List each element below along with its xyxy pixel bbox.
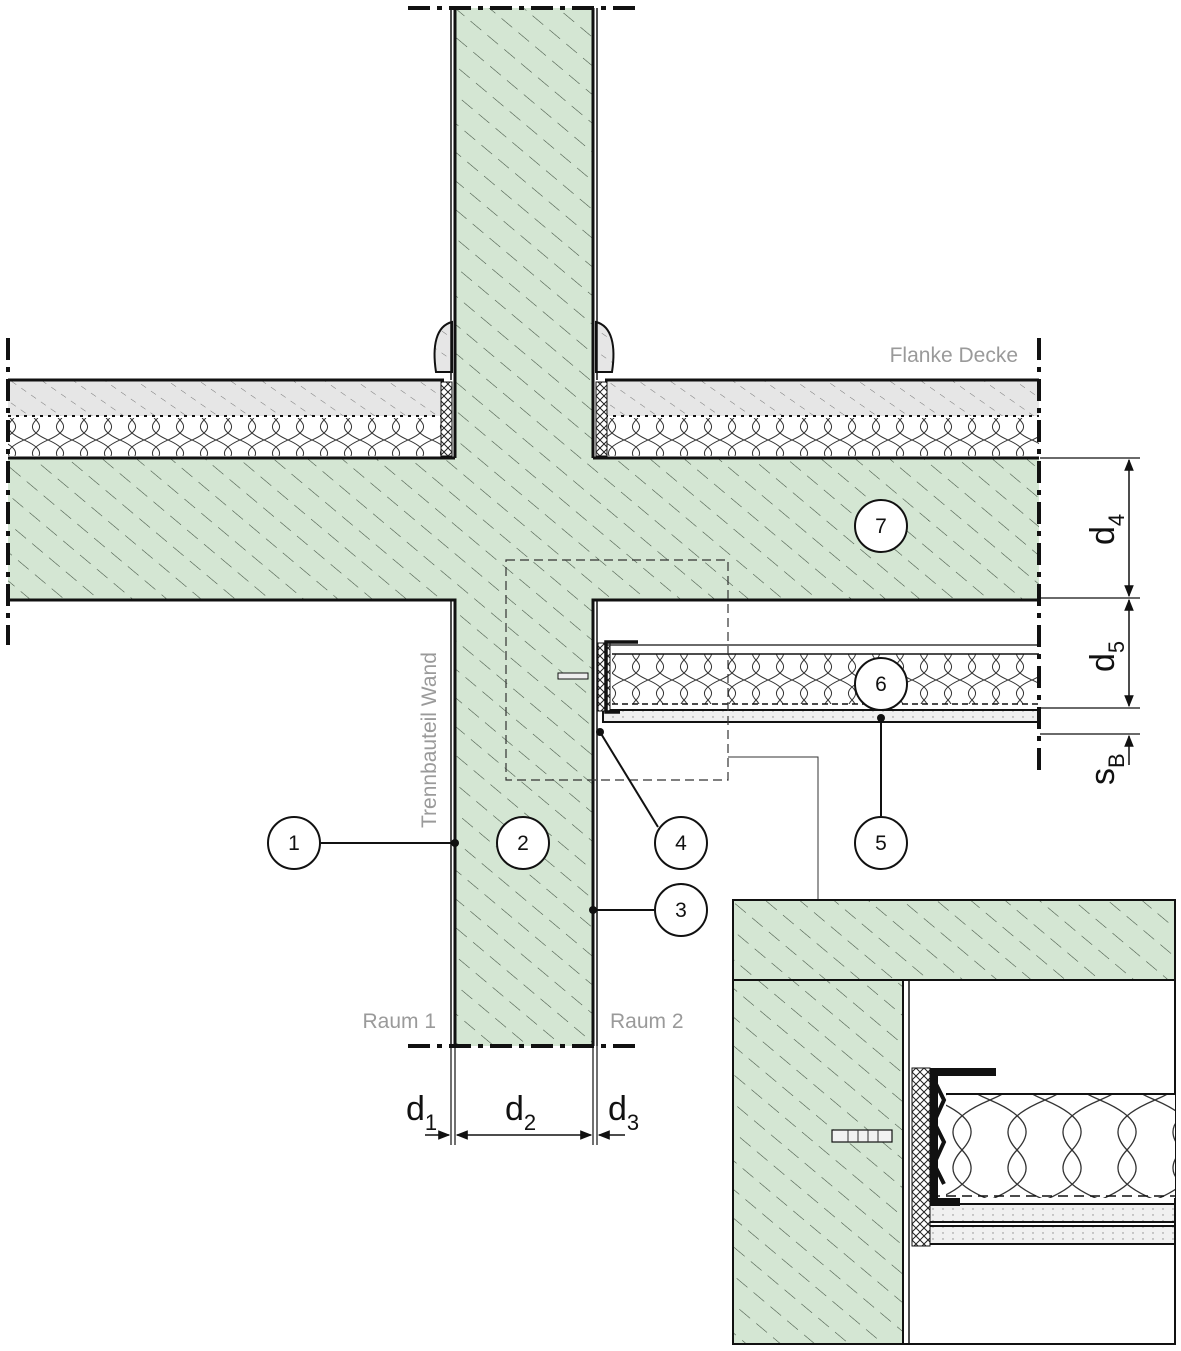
room1-label: Raum 1: [362, 1010, 436, 1033]
marker-5-label: 5: [875, 832, 887, 855]
room2-label: Raum 2: [610, 1010, 684, 1033]
marker-1-label: 1: [288, 832, 300, 855]
suspended-ceiling: [557, 640, 1040, 723]
dimension-d5: d5: [1084, 641, 1129, 672]
marker-leaders: [321, 714, 885, 914]
dimension-sB: sB: [1084, 753, 1129, 785]
marker-3-label: 3: [675, 899, 687, 922]
dimension-d4: d4: [1084, 514, 1129, 545]
marker-1: 1: [267, 816, 321, 870]
break-lines: [6, 6, 1041, 1048]
marker-6-label: 6: [875, 673, 887, 696]
marker-2: 2: [496, 816, 550, 870]
floor-impact-insulation-layer: [8, 418, 1039, 456]
dimension-d2: d2: [505, 1090, 536, 1135]
dimension-lines: [425, 457, 1140, 1145]
marker-7: 7: [854, 499, 908, 553]
edge-insulation-strip: [433, 320, 615, 457]
marker-2-label: 2: [517, 832, 529, 855]
marker-3: 3: [654, 883, 708, 937]
detail-callout-frame: [505, 559, 819, 900]
marker-5: 5: [854, 816, 908, 870]
dimension-d1: d1: [406, 1090, 437, 1135]
marker-7-label: 7: [875, 515, 887, 538]
marker-4-label: 4: [675, 832, 687, 855]
dimension-d3: d3: [608, 1090, 639, 1135]
floor-screed-layer: [8, 378, 1039, 417]
marker-4: 4: [654, 816, 708, 870]
concrete-structure: [8, 8, 1039, 1046]
marker-6: 6: [854, 657, 908, 711]
separating-wall-label: Trennbauteil Wand: [418, 652, 441, 828]
flank-ceiling-label: Flanke Decke: [890, 344, 1018, 367]
detail-enlargement: [732, 899, 1176, 1345]
